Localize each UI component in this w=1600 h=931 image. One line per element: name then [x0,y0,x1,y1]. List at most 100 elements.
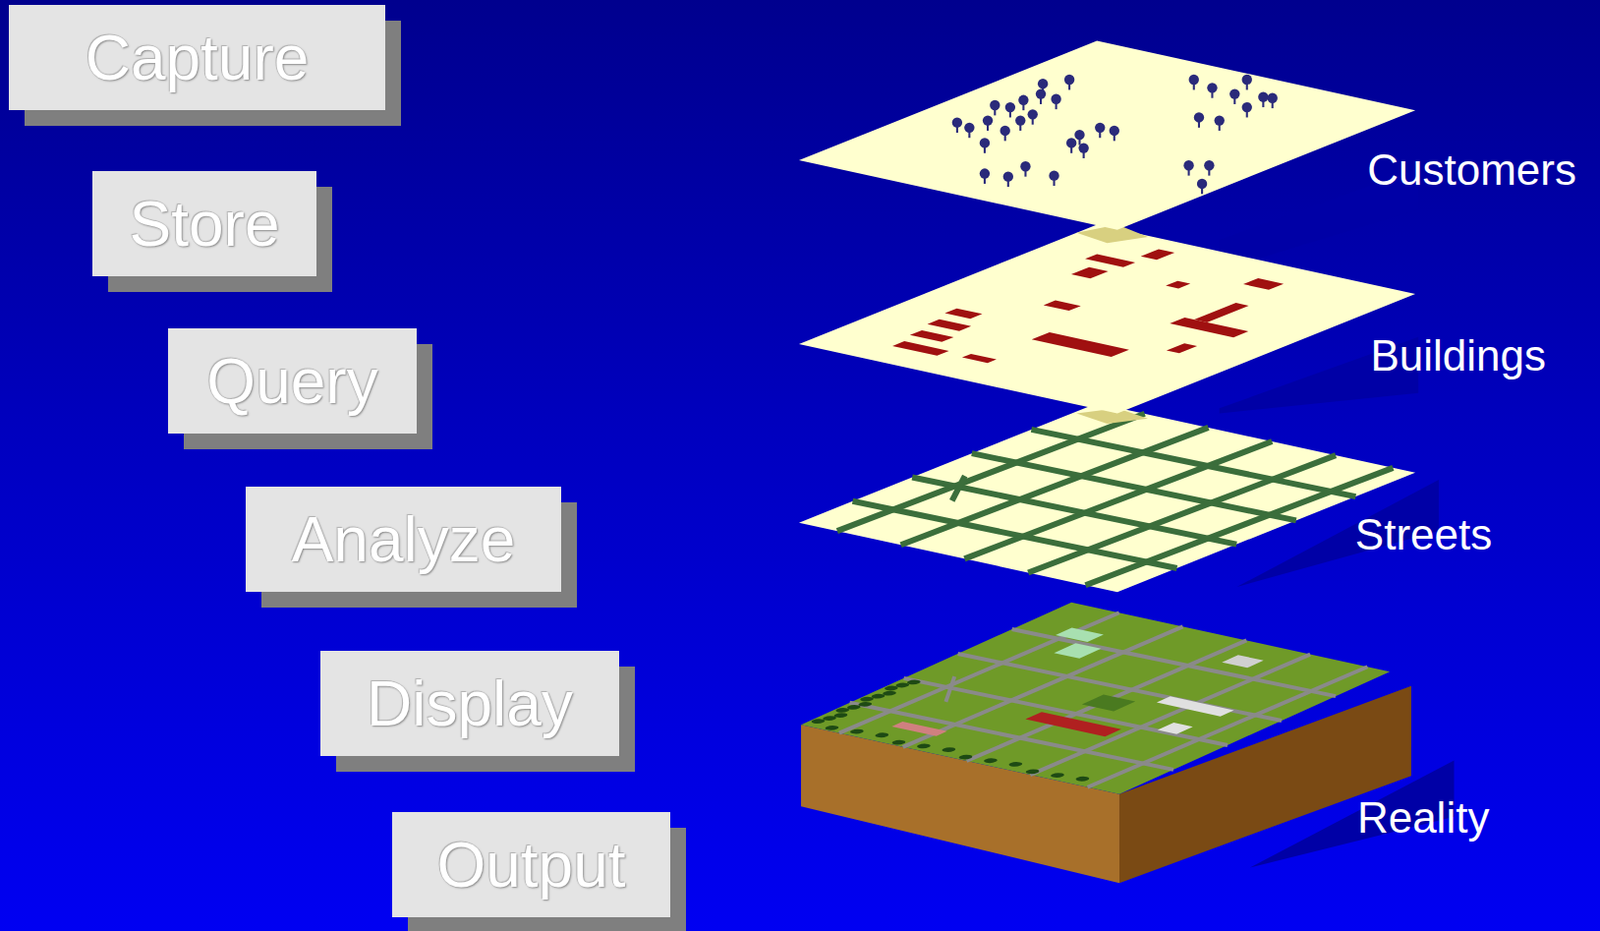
tree [939,745,959,752]
road [1012,627,1336,699]
customer-pin [1028,109,1038,125]
layer-label: Customers [1367,145,1577,195]
street-line [853,498,1178,571]
customer-pin [979,137,990,154]
box-label: Analyze [291,503,516,576]
tree [1073,775,1092,782]
terrain [800,602,1390,795]
process-box: Query [168,328,417,434]
customer-pin [989,100,1000,116]
building-shape [910,330,955,343]
tree [856,700,875,707]
box-label: Capture [85,21,310,95]
road [850,699,1174,772]
layer-label: Streets [1355,510,1492,560]
terrain-building [1156,695,1235,716]
terrain-building [1053,642,1101,659]
layer-label: Buildings [1370,331,1546,381]
customers-layer [799,41,1416,230]
building-shape [927,319,972,332]
layer-plane [799,224,1416,413]
customer-pin [1000,125,1011,142]
box-label: Output [436,828,626,902]
building-shape [1043,300,1082,312]
terrain-building [1025,711,1121,737]
layer-label: Reality [1357,793,1490,843]
customer-pin [1194,112,1204,128]
street-line [912,474,1237,547]
customer-pin [952,116,963,133]
street-line [971,451,1297,523]
customer-pin [1267,93,1278,110]
building-shape [1085,253,1136,267]
box-label: Store [129,187,281,261]
building-shape [892,341,949,356]
tree [980,757,1000,764]
customer-pin [1020,161,1030,177]
terrain-building [1221,654,1263,668]
streets-layer [799,402,1416,592]
street-line [1030,426,1356,499]
tree [889,739,909,745]
customer-pin [982,114,993,131]
customer-pin [1094,122,1105,139]
tree [1006,760,1026,767]
customer-pin [1197,178,1207,195]
terrain-building [1082,693,1136,711]
customer-pin [1214,114,1225,131]
process-box: Output [392,811,671,917]
customer-pin [1257,91,1268,108]
road [904,675,1228,747]
tree [904,679,923,686]
customer-pin [964,122,974,139]
building-shape [1071,267,1109,280]
customer-pin [1189,74,1200,91]
building-shape [1166,342,1198,353]
customer-pin [1074,129,1085,146]
customer-pin [1066,137,1077,154]
customer-pins [952,74,1278,194]
process-box: Display [320,650,620,756]
customer-pin [979,168,990,184]
tree [1047,771,1067,778]
box-label: Display [366,667,573,741]
buildings-layer [799,224,1416,413]
building-shape [1141,248,1175,260]
customer-pin [1005,102,1016,118]
customer-pin [1203,160,1214,176]
tree [879,689,899,696]
building-shape [962,353,997,363]
road [958,650,1282,723]
building-shape [1243,278,1284,290]
layer-plane [799,402,1416,592]
tree [822,724,842,731]
building-shape [944,308,982,320]
terrain-building [1055,628,1104,643]
box-label: Query [206,344,378,418]
street-line [919,475,997,501]
customer-pin [1035,88,1046,105]
tree [872,732,892,739]
customer-pin [1242,74,1253,91]
tree [1023,768,1042,775]
customer-pin [1229,88,1240,105]
road [914,676,987,702]
layer-plane [799,41,1416,230]
building-shape [1165,281,1191,289]
reality-block [800,602,1412,884]
process-box: Store [92,171,317,277]
customer-pin [1109,125,1120,142]
process-box: Capture [8,4,386,111]
tree [956,753,975,760]
customer-pin [1242,102,1253,118]
customer-pin [1206,82,1217,99]
customer-pin [1064,74,1075,91]
street-line [1028,453,1336,575]
customer-pin [1050,94,1061,111]
tree [847,728,866,735]
building-shape [1031,332,1130,357]
customer-pin [1003,171,1014,187]
tree [831,711,851,718]
process-box: Analyze [245,486,562,592]
